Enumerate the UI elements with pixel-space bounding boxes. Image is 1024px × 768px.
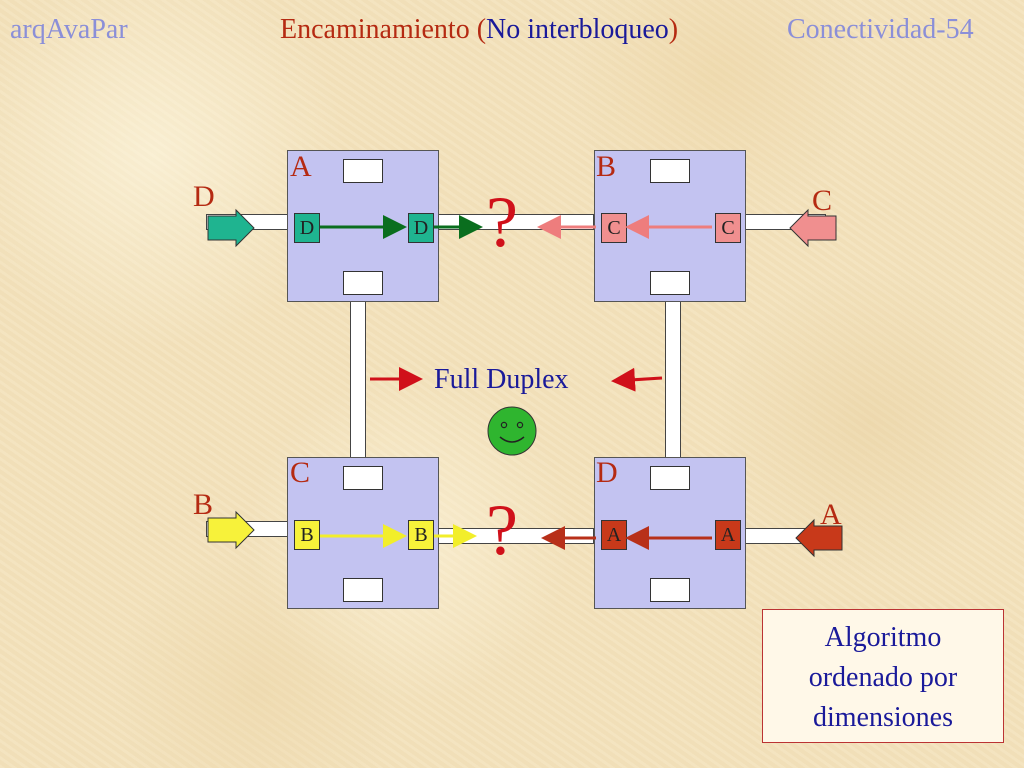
header-slide-number: Conectividad-54: [787, 14, 974, 45]
buffer-output: C: [601, 213, 627, 243]
note-line-2: ordenado por: [808, 662, 958, 693]
port-bottom: [650, 578, 690, 602]
deadlock-question-mark-top: ?: [486, 182, 518, 262]
buffer-input: D: [294, 213, 320, 243]
node-label-d: D: [596, 456, 618, 489]
buffer-output: B: [408, 520, 434, 550]
full-duplex-label: Full Duplex: [434, 364, 569, 395]
header-course-name: arqAvaPar: [10, 14, 128, 45]
buffer-input: B: [294, 520, 320, 550]
smiley-face-icon: [487, 406, 537, 456]
full-duplex-arrow-right-icon: [611, 367, 663, 392]
note-line-3: dimensiones: [813, 702, 953, 733]
external-label-top-left: D: [193, 180, 215, 213]
header-title: Encaminamiento (No interbloqueo): [280, 14, 678, 46]
external-label-bottom-right: A: [820, 498, 842, 531]
external-label-bottom-left: B: [193, 488, 214, 521]
router-node-d: A A: [594, 457, 746, 609]
external-label-top-right: C: [812, 184, 833, 217]
injection-arrow-top-right-icon: [789, 208, 837, 248]
port-top: [650, 159, 690, 183]
injection-arrow-bottom-left-icon: [207, 510, 255, 550]
header-close-paren: ): [668, 14, 679, 45]
header-open-paren: (: [476, 14, 487, 45]
buffer-output: D: [408, 213, 434, 243]
deadlock-question-mark-bottom: ?: [486, 490, 518, 570]
port-top: [343, 159, 383, 183]
node-label-b: B: [596, 150, 617, 183]
buffer-output: A: [601, 520, 627, 550]
buffer-input: A: [715, 520, 741, 550]
header-title-sub: No interbloqueo: [486, 14, 669, 45]
port-bottom: [343, 271, 383, 295]
port-bottom: [343, 578, 383, 602]
router-node-c: B B: [287, 457, 439, 609]
buffer-input: C: [715, 213, 741, 243]
algorithm-note-box: Algoritmo ordenado por dimensiones: [762, 609, 1004, 743]
node-label-a: A: [290, 150, 312, 183]
node-label-c: C: [290, 456, 311, 489]
port-bottom: [650, 271, 690, 295]
injection-arrow-bottom-right-icon: [795, 518, 843, 558]
injection-arrow-top-left-icon: [207, 208, 255, 248]
port-top: [343, 466, 383, 490]
note-line-1: Algoritmo: [824, 622, 942, 653]
port-top: [650, 466, 690, 490]
header-title-main: Encaminamiento: [280, 14, 470, 45]
